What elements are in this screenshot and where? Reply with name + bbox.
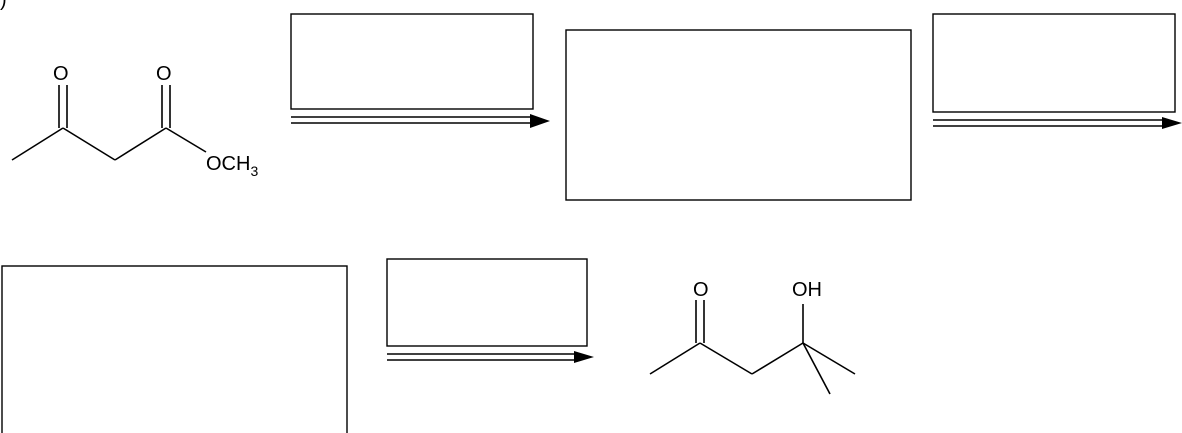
pr-ketone-oxygen-label: O — [693, 279, 709, 301]
sm-methoxy-label: OCH3 — [206, 153, 258, 179]
pr-bond-c3-c4 — [751, 342, 804, 375]
reaction-arrow-3 — [387, 351, 594, 363]
sm-bond-methyl — [11, 127, 64, 161]
reaction-arrow-2 — [933, 117, 1182, 129]
pr-hydroxyl-label: OH — [792, 279, 822, 301]
reaction-arrow-1 — [291, 114, 550, 128]
intermediate-box-1[interactable] — [565, 29, 912, 201]
pr-bond-c4-methyl-a — [802, 342, 856, 375]
pr-bond-methyl — [649, 342, 701, 375]
starting-material-structure: O O OCH3 — [11, 63, 258, 179]
sm-ketone-oxygen-label: O — [53, 63, 69, 85]
pr-bond-c2-c3 — [699, 342, 753, 375]
pr-bond-c4-methyl-b — [802, 342, 831, 395]
sm-bond-c4-o — [165, 127, 207, 153]
reagent-box-3[interactable] — [386, 258, 588, 347]
reagent-box-2[interactable] — [932, 13, 1176, 113]
sm-bond-c3-c4 — [114, 127, 167, 161]
corner-mark: ) — [0, 0, 7, 11]
product-structure: O OH — [649, 279, 856, 395]
reagent-box-1[interactable] — [290, 13, 534, 110]
sm-bond-c2-c3 — [62, 127, 116, 161]
sm-ester-oxygen-label: O — [156, 63, 172, 85]
intermediate-box-2[interactable] — [1, 265, 348, 433]
